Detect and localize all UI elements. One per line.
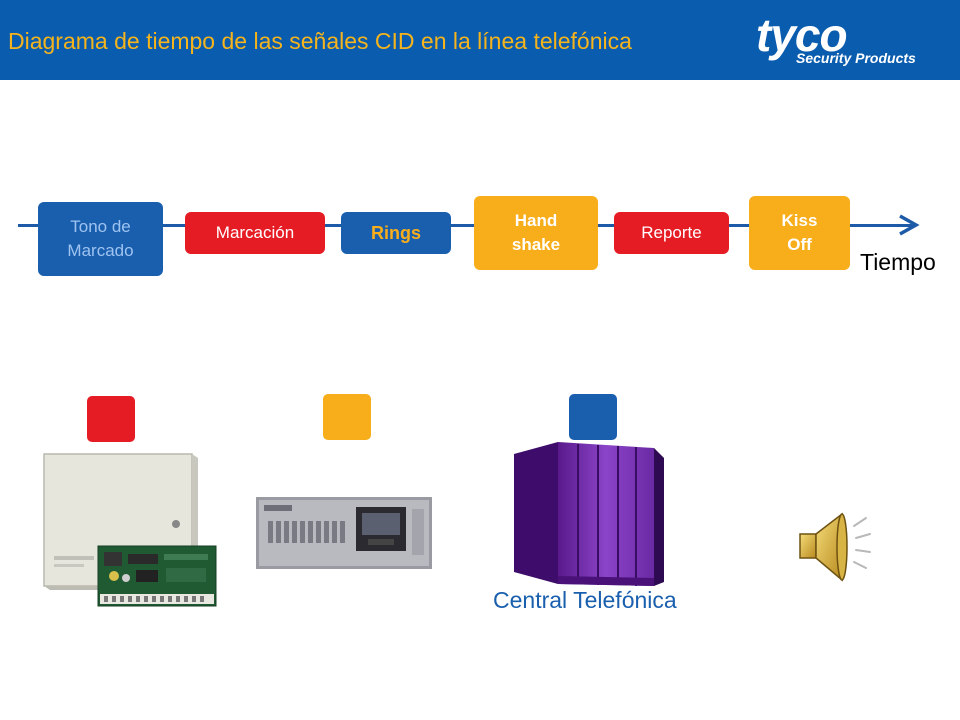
telephone-exchange-icon xyxy=(514,442,664,586)
timeline-axis xyxy=(18,224,916,227)
arrow-right-icon xyxy=(899,214,920,236)
speaker-icon xyxy=(799,512,871,582)
step-reporte: Reporte xyxy=(614,212,729,254)
step-rings: Rings xyxy=(341,212,451,254)
panel-marker xyxy=(87,396,135,442)
logo-word: tyco xyxy=(756,9,848,61)
page-title: Diagrama de tiempo de las señales CID en… xyxy=(8,28,632,54)
time-axis-label: Tiempo xyxy=(860,249,936,275)
logo-subtitle: Security Products xyxy=(796,50,916,66)
step-marcacion: Marcación xyxy=(185,212,325,254)
receiver-icon xyxy=(256,497,432,569)
tyco-logo: tyco Security Products xyxy=(752,9,952,74)
header-bar: Diagrama de tiempo de las señales CID en… xyxy=(0,0,960,80)
alarm-panel-icon xyxy=(43,453,217,607)
central-telefonica-label: Central Telefónica xyxy=(493,587,677,613)
central-marker xyxy=(569,394,617,440)
receiver-marker xyxy=(323,394,371,440)
